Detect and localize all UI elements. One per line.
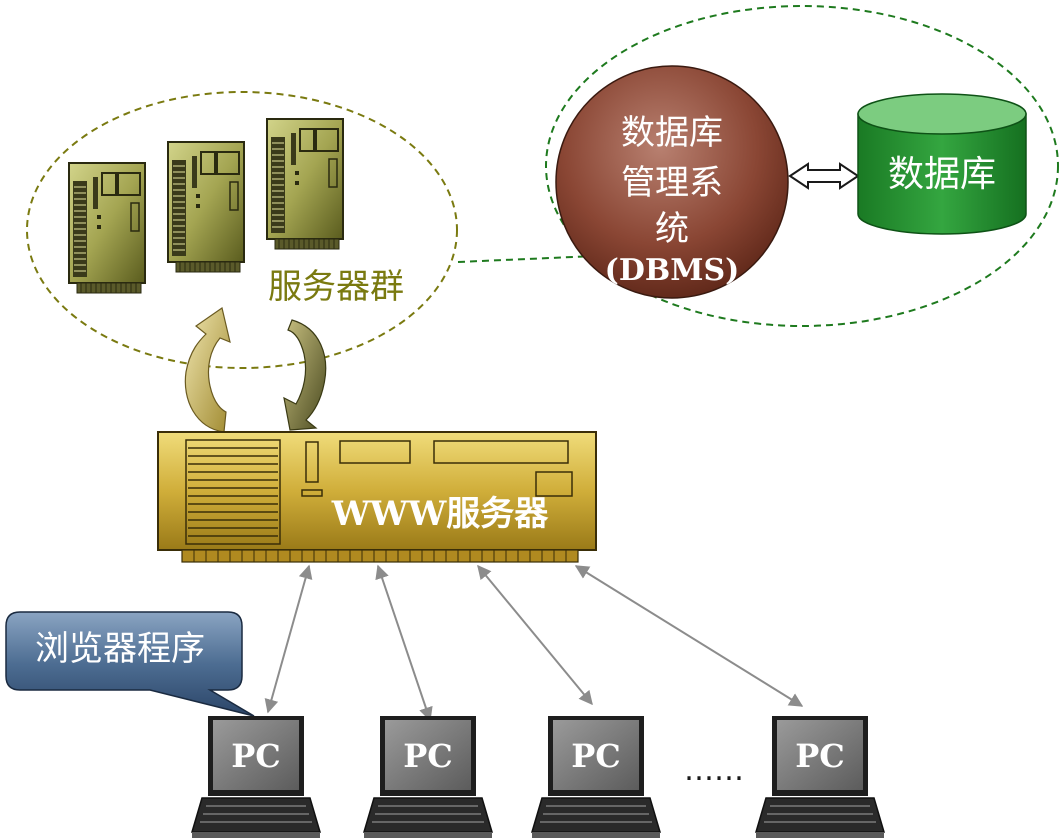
laptop-icon bbox=[363, 715, 493, 839]
server-cluster-boundary bbox=[26, 91, 458, 369]
client-link bbox=[574, 565, 804, 707]
server-rack-icon bbox=[266, 118, 344, 250]
dbms-node bbox=[555, 65, 789, 299]
server-rack-icon bbox=[68, 162, 146, 294]
database-cylinder-icon bbox=[857, 93, 1027, 235]
client-pc-label: PC bbox=[571, 737, 621, 775]
laptop-icon bbox=[531, 715, 661, 839]
dbms-label-line4: (DBMS) bbox=[605, 253, 740, 288]
client-link bbox=[477, 564, 593, 706]
laptop-icon bbox=[191, 715, 321, 839]
server-rack-icon bbox=[167, 141, 245, 273]
client-pc-label: PC bbox=[231, 737, 281, 775]
www-server-icon bbox=[157, 431, 597, 563]
server-cluster-label: 服务器群 bbox=[268, 267, 404, 307]
database-label: 数据库 bbox=[888, 154, 996, 195]
dbms-label-line3: 统 bbox=[655, 209, 689, 249]
database-system-boundary bbox=[545, 5, 1059, 327]
client-link bbox=[375, 564, 433, 722]
browser-callout-label: 浏览器程序 bbox=[35, 629, 205, 669]
cluster-to-dbms-link bbox=[457, 255, 597, 263]
client-pc-label: PC bbox=[795, 737, 845, 775]
dbms-database-double-arrow bbox=[788, 162, 860, 190]
laptop-icon bbox=[755, 715, 885, 839]
client-link bbox=[264, 564, 313, 714]
browser-callout bbox=[5, 611, 255, 717]
client-pc-label: PC bbox=[403, 737, 453, 775]
www-server-label: WWW服务器 bbox=[331, 494, 550, 534]
download-curved-arrow-icon bbox=[283, 319, 327, 431]
dbms-label-line1: 数据库 bbox=[621, 113, 723, 153]
upload-curved-arrow-icon bbox=[184, 307, 231, 433]
more-clients-ellipsis: …… bbox=[684, 753, 744, 788]
dbms-label-line2: 管理系 bbox=[621, 163, 723, 203]
